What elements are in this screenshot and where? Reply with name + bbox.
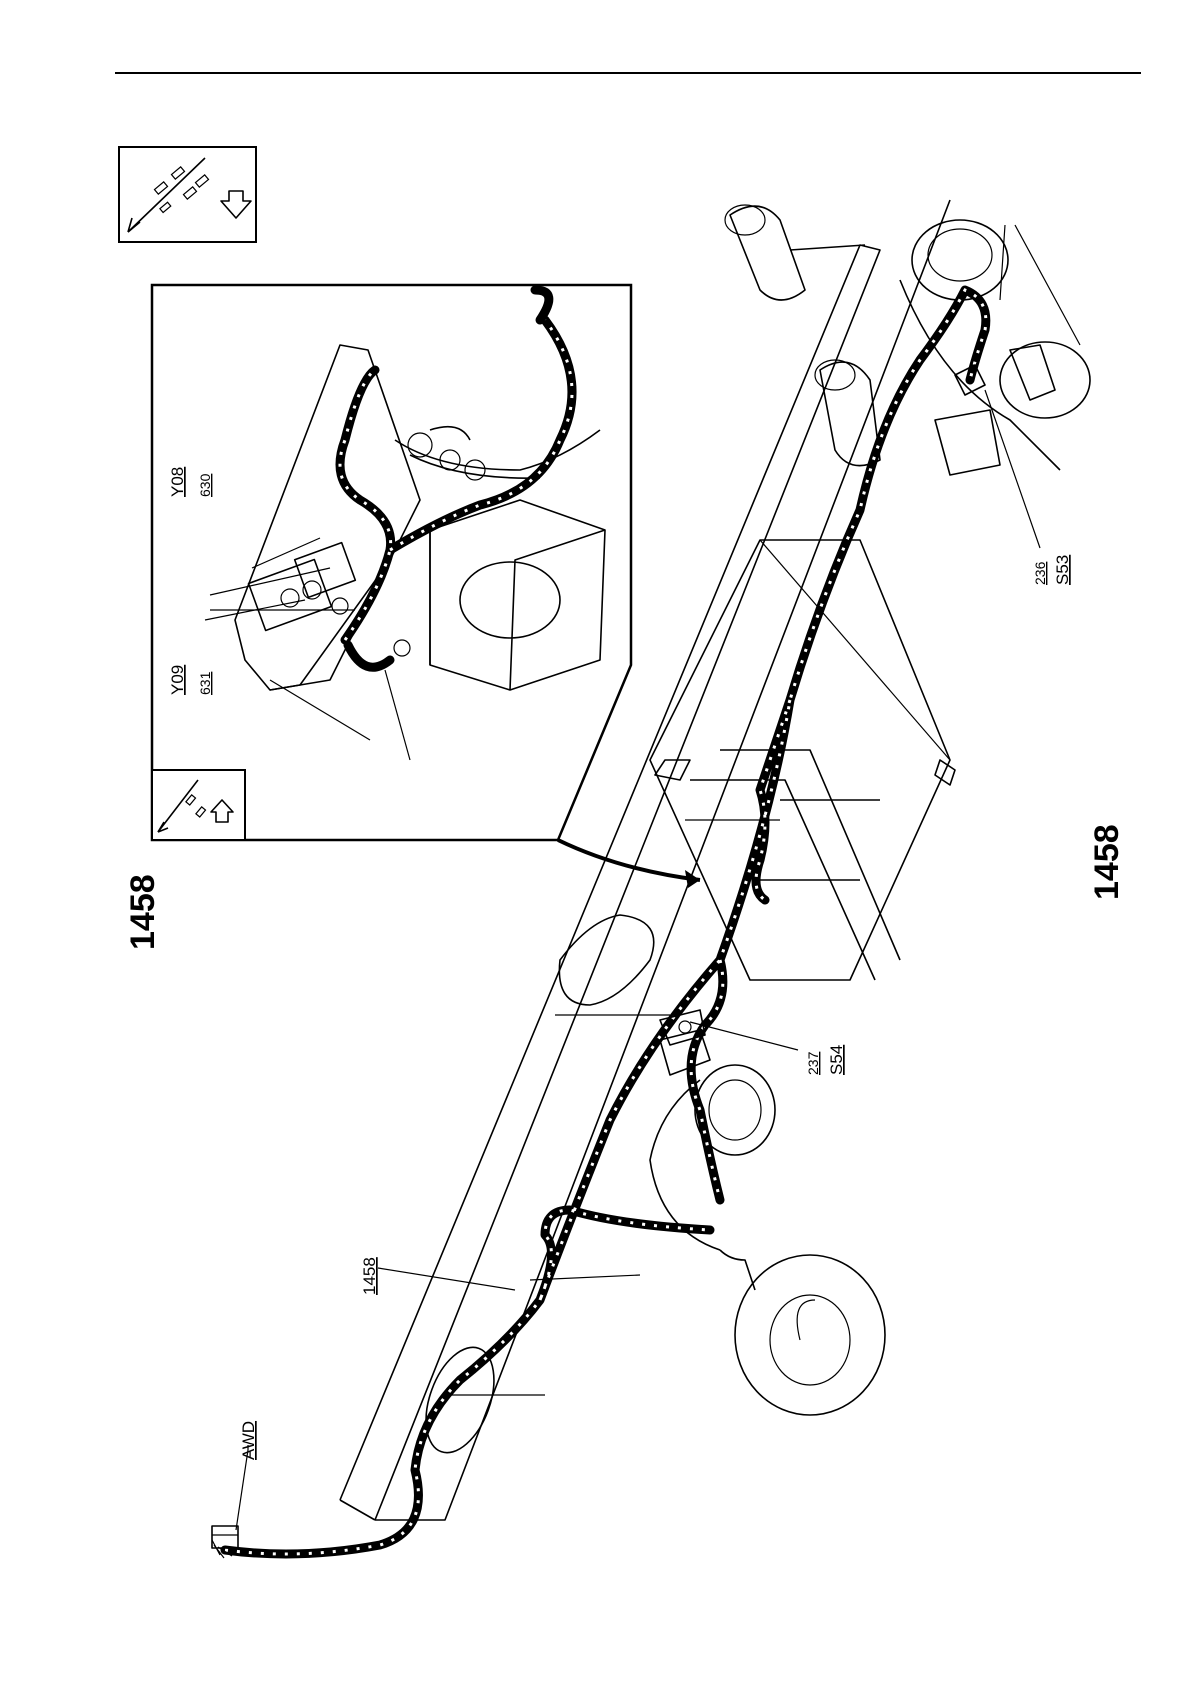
figure-number-right: 1458: [1088, 824, 1126, 900]
crossmembers: [725, 205, 880, 466]
callout-y09-num: 631: [197, 671, 213, 695]
callout-y08-num: 630: [197, 473, 213, 497]
callout-y08-code: Y08: [168, 467, 187, 497]
front-axle: [650, 1030, 885, 1415]
callout-s54-num: 237: [805, 1051, 821, 1075]
vehicle-orientation-icon: [119, 147, 256, 242]
figure-number-left: 1458: [124, 874, 162, 950]
callout-s53-num: 236: [1032, 561, 1048, 585]
vehicle-orientation-inset-icon: [152, 770, 245, 840]
callout-s53-code: S53: [1053, 555, 1072, 585]
callout-harness: 1458: [360, 1257, 379, 1295]
callout-y09-code: Y09: [168, 665, 187, 695]
callout-s54-code: S54: [827, 1045, 846, 1075]
detail-inset: [152, 285, 631, 840]
callout-connector: AWD: [239, 1421, 258, 1460]
tank-box: [650, 540, 955, 980]
